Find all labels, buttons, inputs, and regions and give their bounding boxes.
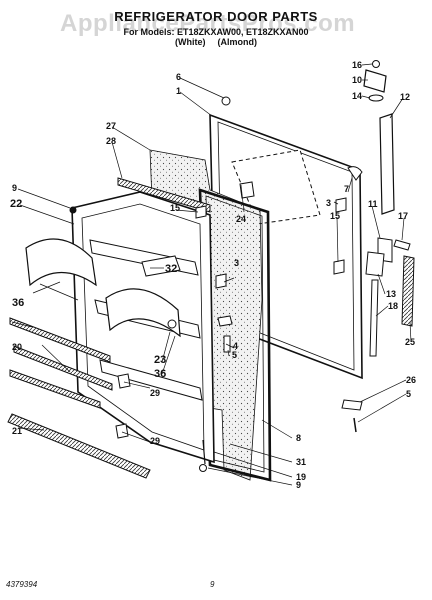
callout-labels: 6 1 27 28 9 22 15 24 16 10 14 12 7 3 15 … (10, 60, 416, 490)
callout-3-inner: 3 (234, 258, 239, 268)
callout-5-outer: 5 (406, 389, 411, 399)
part-3-inner (215, 273, 227, 289)
part-3-outer (335, 197, 347, 213)
gasket-clip (202, 439, 206, 465)
stop-screw (393, 239, 411, 251)
callout-1: 1 (176, 86, 181, 96)
shelf-end-cap-lower (115, 423, 129, 439)
door-handle (379, 113, 395, 215)
callout-5-inner: 5 (232, 350, 237, 360)
inner-door-liner (71, 191, 215, 464)
callout-9-upper: 9 (12, 183, 17, 193)
part-4 (217, 315, 233, 327)
callout-27: 27 (106, 121, 116, 131)
callout-31: 31 (296, 457, 306, 467)
dairy-door (141, 255, 181, 277)
callout-15-outer: 15 (330, 211, 340, 221)
color-almond: (Almond) (217, 37, 258, 47)
bottom-hinge (341, 399, 363, 411)
callout-13: 13 (386, 289, 396, 299)
callout-32: 32 (165, 263, 177, 275)
bottom-hinge-screw (353, 417, 357, 433)
callout-18: 18 (388, 301, 398, 311)
callout-16: 16 (352, 60, 362, 70)
callout-15-inner: 15 (170, 203, 180, 213)
callout-29-lower: 29 (150, 436, 160, 446)
callout-8: 8 (296, 433, 301, 443)
callout-10: 10 (352, 75, 362, 85)
hinge-bracket (365, 251, 385, 277)
shelf-end-cap-upper (117, 373, 131, 389)
callout-14: 14 (352, 91, 362, 101)
document-number: 4379394 (6, 580, 38, 589)
callout-28: 28 (106, 136, 116, 146)
page-number: 9 (210, 580, 215, 589)
callout-11: 11 (368, 199, 378, 209)
top-trim-bar (117, 177, 211, 213)
callout-9-lower: 9 (296, 480, 301, 490)
callout-36-lower: 36 (154, 368, 166, 380)
callout-3-outer: 3 (326, 198, 331, 208)
callout-29-upper: 29 (150, 388, 160, 398)
callout-24: 24 (236, 214, 246, 224)
door-shelf-lower (105, 288, 181, 338)
side-trim-left (369, 279, 379, 357)
shelf-trim-strips (9, 317, 113, 409)
callout-12: 12 (400, 92, 410, 102)
upper-hinge (363, 60, 387, 102)
callout-19: 19 (296, 472, 306, 482)
diagram-title: REFRIGERATOR DOOR PARTS (114, 9, 318, 24)
part-5-inner (223, 335, 231, 353)
callout-36-upper: 36 (12, 297, 24, 309)
screw-9-lower (199, 464, 207, 472)
callout-26: 26 (406, 375, 416, 385)
callout-25: 25 (405, 337, 415, 347)
callout-22: 22 (10, 198, 22, 210)
door-shelf-upper (25, 238, 97, 301)
callout-4: 4 (233, 341, 238, 351)
part-24 (239, 181, 255, 199)
callout-17: 17 (398, 211, 408, 221)
color-line: (White) (Almond) (0, 37, 432, 47)
color-white: (White) (175, 37, 206, 47)
handle-end-cap (347, 166, 363, 181)
part-15-outer (333, 259, 345, 275)
part-15-inner (195, 205, 207, 219)
screw-9-upper (69, 206, 77, 214)
callout-20: 20 (12, 342, 22, 352)
screw-6 (221, 96, 231, 106)
callout-6: 6 (176, 72, 181, 82)
watermark: AppliancePartsPros.com (60, 10, 356, 37)
callout-23: 23 (154, 354, 166, 366)
callout-7: 7 (344, 184, 349, 194)
side-trim-right (401, 255, 415, 327)
leader-lines (11, 63, 412, 486)
callout-21: 21 (12, 426, 22, 436)
model-line: For Models: ET18ZKXAW00, ET18ZKXAN00 (123, 27, 309, 37)
